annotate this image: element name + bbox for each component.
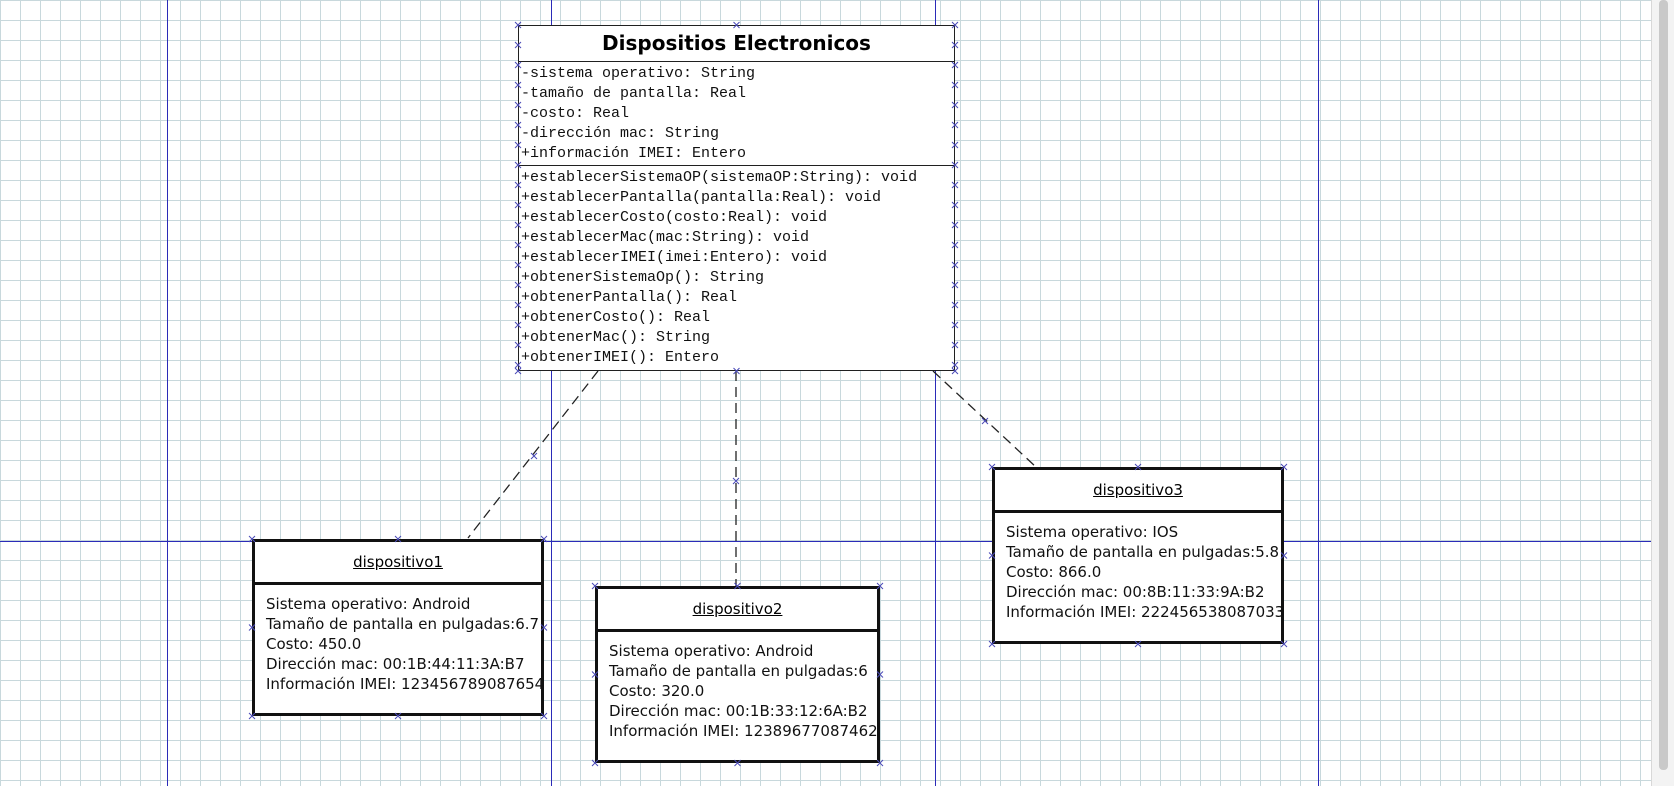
- object-slot: Dirección mac: 00:8B:11:33:9A:B2: [1006, 583, 1265, 601]
- method: +establecerMac(mac:String): void: [521, 229, 810, 246]
- attributes-section: -sistema operativo: String -tamaño de pa…: [519, 62, 954, 166]
- object-slot: Sistema operativo: Android: [609, 642, 814, 660]
- guide-line-vertical: [1318, 0, 1319, 786]
- method: +establecerSistemaOP(sistemaOP:String): …: [521, 169, 918, 186]
- attribute: -dirección mac: String: [521, 125, 720, 142]
- guide-line-vertical: [167, 0, 168, 786]
- object-slot: Costo: 320.0: [609, 682, 705, 700]
- object-slot: Información IMEI: 12389677087462: [609, 722, 878, 740]
- method: +obtenerPantalla(): Real: [521, 289, 738, 306]
- object-name: dispositivo3: [995, 470, 1281, 513]
- attribute: -costo: Real: [521, 105, 630, 122]
- class-box[interactable]: Dispositios Electronicos -sistema operat…: [518, 25, 955, 371]
- vertical-scrollbar[interactable]: [1651, 0, 1674, 786]
- object-slot: Costo: 450.0: [266, 635, 362, 653]
- object-slot: Tamaño de pantalla en pulgadas:5.8: [1006, 543, 1280, 561]
- method: +obtenerSistemaOp(): String: [521, 269, 765, 286]
- object-slot: Dirección mac: 00:1B:44:11:3A:B7: [266, 655, 525, 673]
- object-slot: Dirección mac: 00:1B:33:12:6A:B2: [609, 702, 868, 720]
- object-slot: Sistema operativo: Android: [266, 595, 471, 613]
- attribute: +información IMEI: Entero: [521, 145, 747, 162]
- scrollbar-thumb[interactable]: [1659, 0, 1668, 770]
- method: +obtenerIMEI(): Entero: [521, 349, 720, 366]
- object-name: dispositivo1: [255, 542, 541, 585]
- method: +establecerCosto(costo:Real): void: [521, 209, 828, 226]
- object-box-dispositivo3[interactable]: dispositivo3 Sistema operativo: IOS Tama…: [992, 467, 1284, 644]
- class-name: Dispositios Electronicos: [519, 26, 954, 62]
- methods-section: +establecerSistemaOP(sistemaOP:String): …: [519, 166, 954, 368]
- object-slot: Costo: 866.0: [1006, 563, 1102, 581]
- object-slot: Información IMEI: 222456538087033: [1006, 603, 1285, 621]
- object-box-dispositivo2[interactable]: dispositivo2 Sistema operativo: Android …: [595, 586, 880, 763]
- guide-line-horizontal: [0, 541, 1652, 542]
- method: +establecerIMEI(imei:Entero): void: [521, 249, 828, 266]
- link-dispositivo3: [932, 370, 1037, 468]
- link-dispositivo1: [467, 370, 599, 539]
- object-slots: Sistema operativo: Android Tamaño de pan…: [255, 585, 545, 694]
- object-slot: Sistema operativo: IOS: [1006, 523, 1179, 541]
- attribute: -tamaño de pantalla: Real: [521, 85, 747, 102]
- object-slots: Sistema operativo: Android Tamaño de pan…: [598, 632, 878, 741]
- object-slot: Información IMEI: 123456789087654: [266, 675, 545, 693]
- attribute: -sistema operativo: String: [521, 65, 756, 82]
- object-name: dispositivo2: [598, 589, 877, 632]
- method: +establecerPantalla(pantalla:Real): void: [521, 189, 882, 206]
- object-slot: Tamaño de pantalla en pulgadas:6.7: [266, 615, 540, 633]
- link-midpoint-handles: [530, 417, 989, 485]
- object-box-dispositivo1[interactable]: dispositivo1 Sistema operativo: Android …: [252, 539, 544, 716]
- object-slot: Tamaño de pantalla en pulgadas:6: [609, 662, 868, 680]
- object-slots: Sistema operativo: IOS Tamaño de pantall…: [995, 513, 1285, 622]
- method: +obtenerMac(): String: [521, 329, 711, 346]
- method: +obtenerCosto(): Real: [521, 309, 711, 326]
